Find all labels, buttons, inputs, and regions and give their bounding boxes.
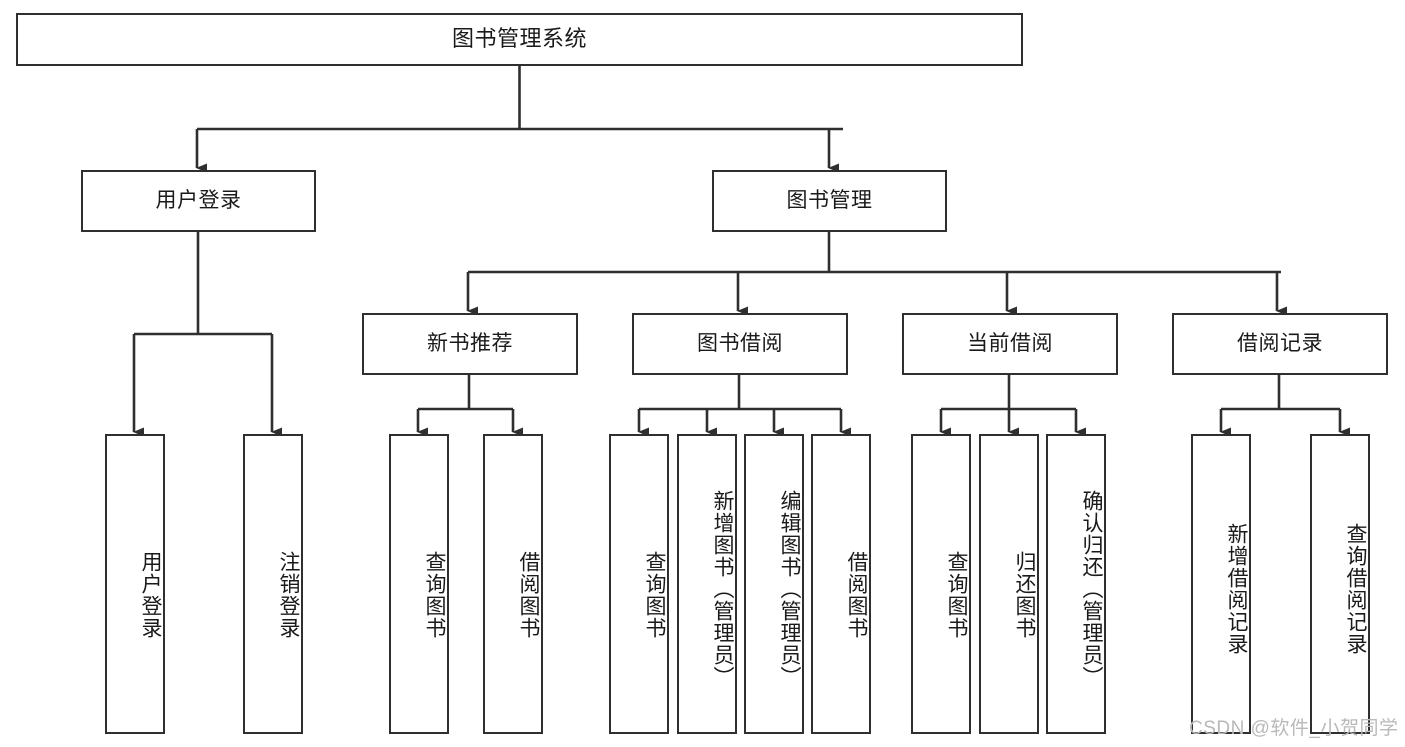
node-label: 图书管理系统 — [451, 26, 587, 52]
node-root-book-management-system[interactable]: 图书管理系统 — [16, 13, 1023, 66]
node-label: 借阅图书 — [845, 551, 868, 639]
node-borrowing-records[interactable]: 借阅记录 — [1172, 313, 1388, 375]
node-leaf-query-book-3[interactable]: 查询图书 — [911, 434, 971, 734]
node-label: 查询图书 — [643, 551, 666, 639]
node-label: 当前借阅 — [967, 332, 1053, 356]
csdn-watermark: CSDN @软件_小贺同学 — [1189, 718, 1399, 739]
node-leaf-confirm-return-admin[interactable]: 确认归还（管理员） — [1046, 434, 1106, 734]
node-label: 图书借阅 — [697, 332, 783, 356]
node-label: 注销登录 — [277, 551, 300, 639]
node-label: 查询图书 — [945, 551, 968, 639]
node-label: 用户登录 — [155, 189, 242, 213]
node-label: 新增借阅记录 — [1225, 523, 1248, 655]
node-label: 新书推荐 — [427, 332, 513, 356]
node-leaf-query-book-2[interactable]: 查询图书 — [609, 434, 669, 734]
node-leaf-query-borrow-record[interactable]: 查询借阅记录 — [1310, 434, 1370, 734]
node-label: 查询借阅记录 — [1344, 523, 1367, 655]
node-leaf-edit-book-admin[interactable]: 编辑图书（管理员） — [744, 434, 804, 734]
node-leaf-add-book-admin[interactable]: 新增图书（管理员） — [677, 434, 737, 734]
node-label: 借阅图书 — [517, 551, 540, 639]
node-label: 用户登录 — [139, 551, 162, 639]
node-leaf-logout[interactable]: 注销登录 — [243, 434, 303, 734]
node-label: 编辑图书（管理员） — [778, 490, 801, 688]
node-leaf-add-borrow-record[interactable]: 新增借阅记录 — [1191, 434, 1251, 734]
node-book-borrowing[interactable]: 图书借阅 — [632, 313, 848, 375]
node-current-borrowing[interactable]: 当前借阅 — [902, 313, 1118, 375]
node-leaf-borrow-book-1[interactable]: 借阅图书 — [483, 434, 543, 734]
node-label: 确认归还（管理员） — [1080, 490, 1103, 688]
node-new-book-recommendation[interactable]: 新书推荐 — [362, 313, 578, 375]
node-label: 新增图书（管理员） — [711, 490, 734, 688]
node-label: 归还图书 — [1013, 551, 1036, 639]
node-leaf-user-login[interactable]: 用户登录 — [105, 434, 165, 734]
node-leaf-return-book[interactable]: 归还图书 — [979, 434, 1039, 734]
node-leaf-borrow-book-2[interactable]: 借阅图书 — [811, 434, 871, 734]
node-label: 查询图书 — [423, 551, 446, 639]
node-leaf-query-book-1[interactable]: 查询图书 — [389, 434, 449, 734]
node-label: 图书管理 — [786, 189, 873, 213]
node-book-management[interactable]: 图书管理 — [712, 170, 947, 232]
node-label: 借阅记录 — [1237, 332, 1323, 356]
node-user-login[interactable]: 用户登录 — [81, 170, 316, 232]
